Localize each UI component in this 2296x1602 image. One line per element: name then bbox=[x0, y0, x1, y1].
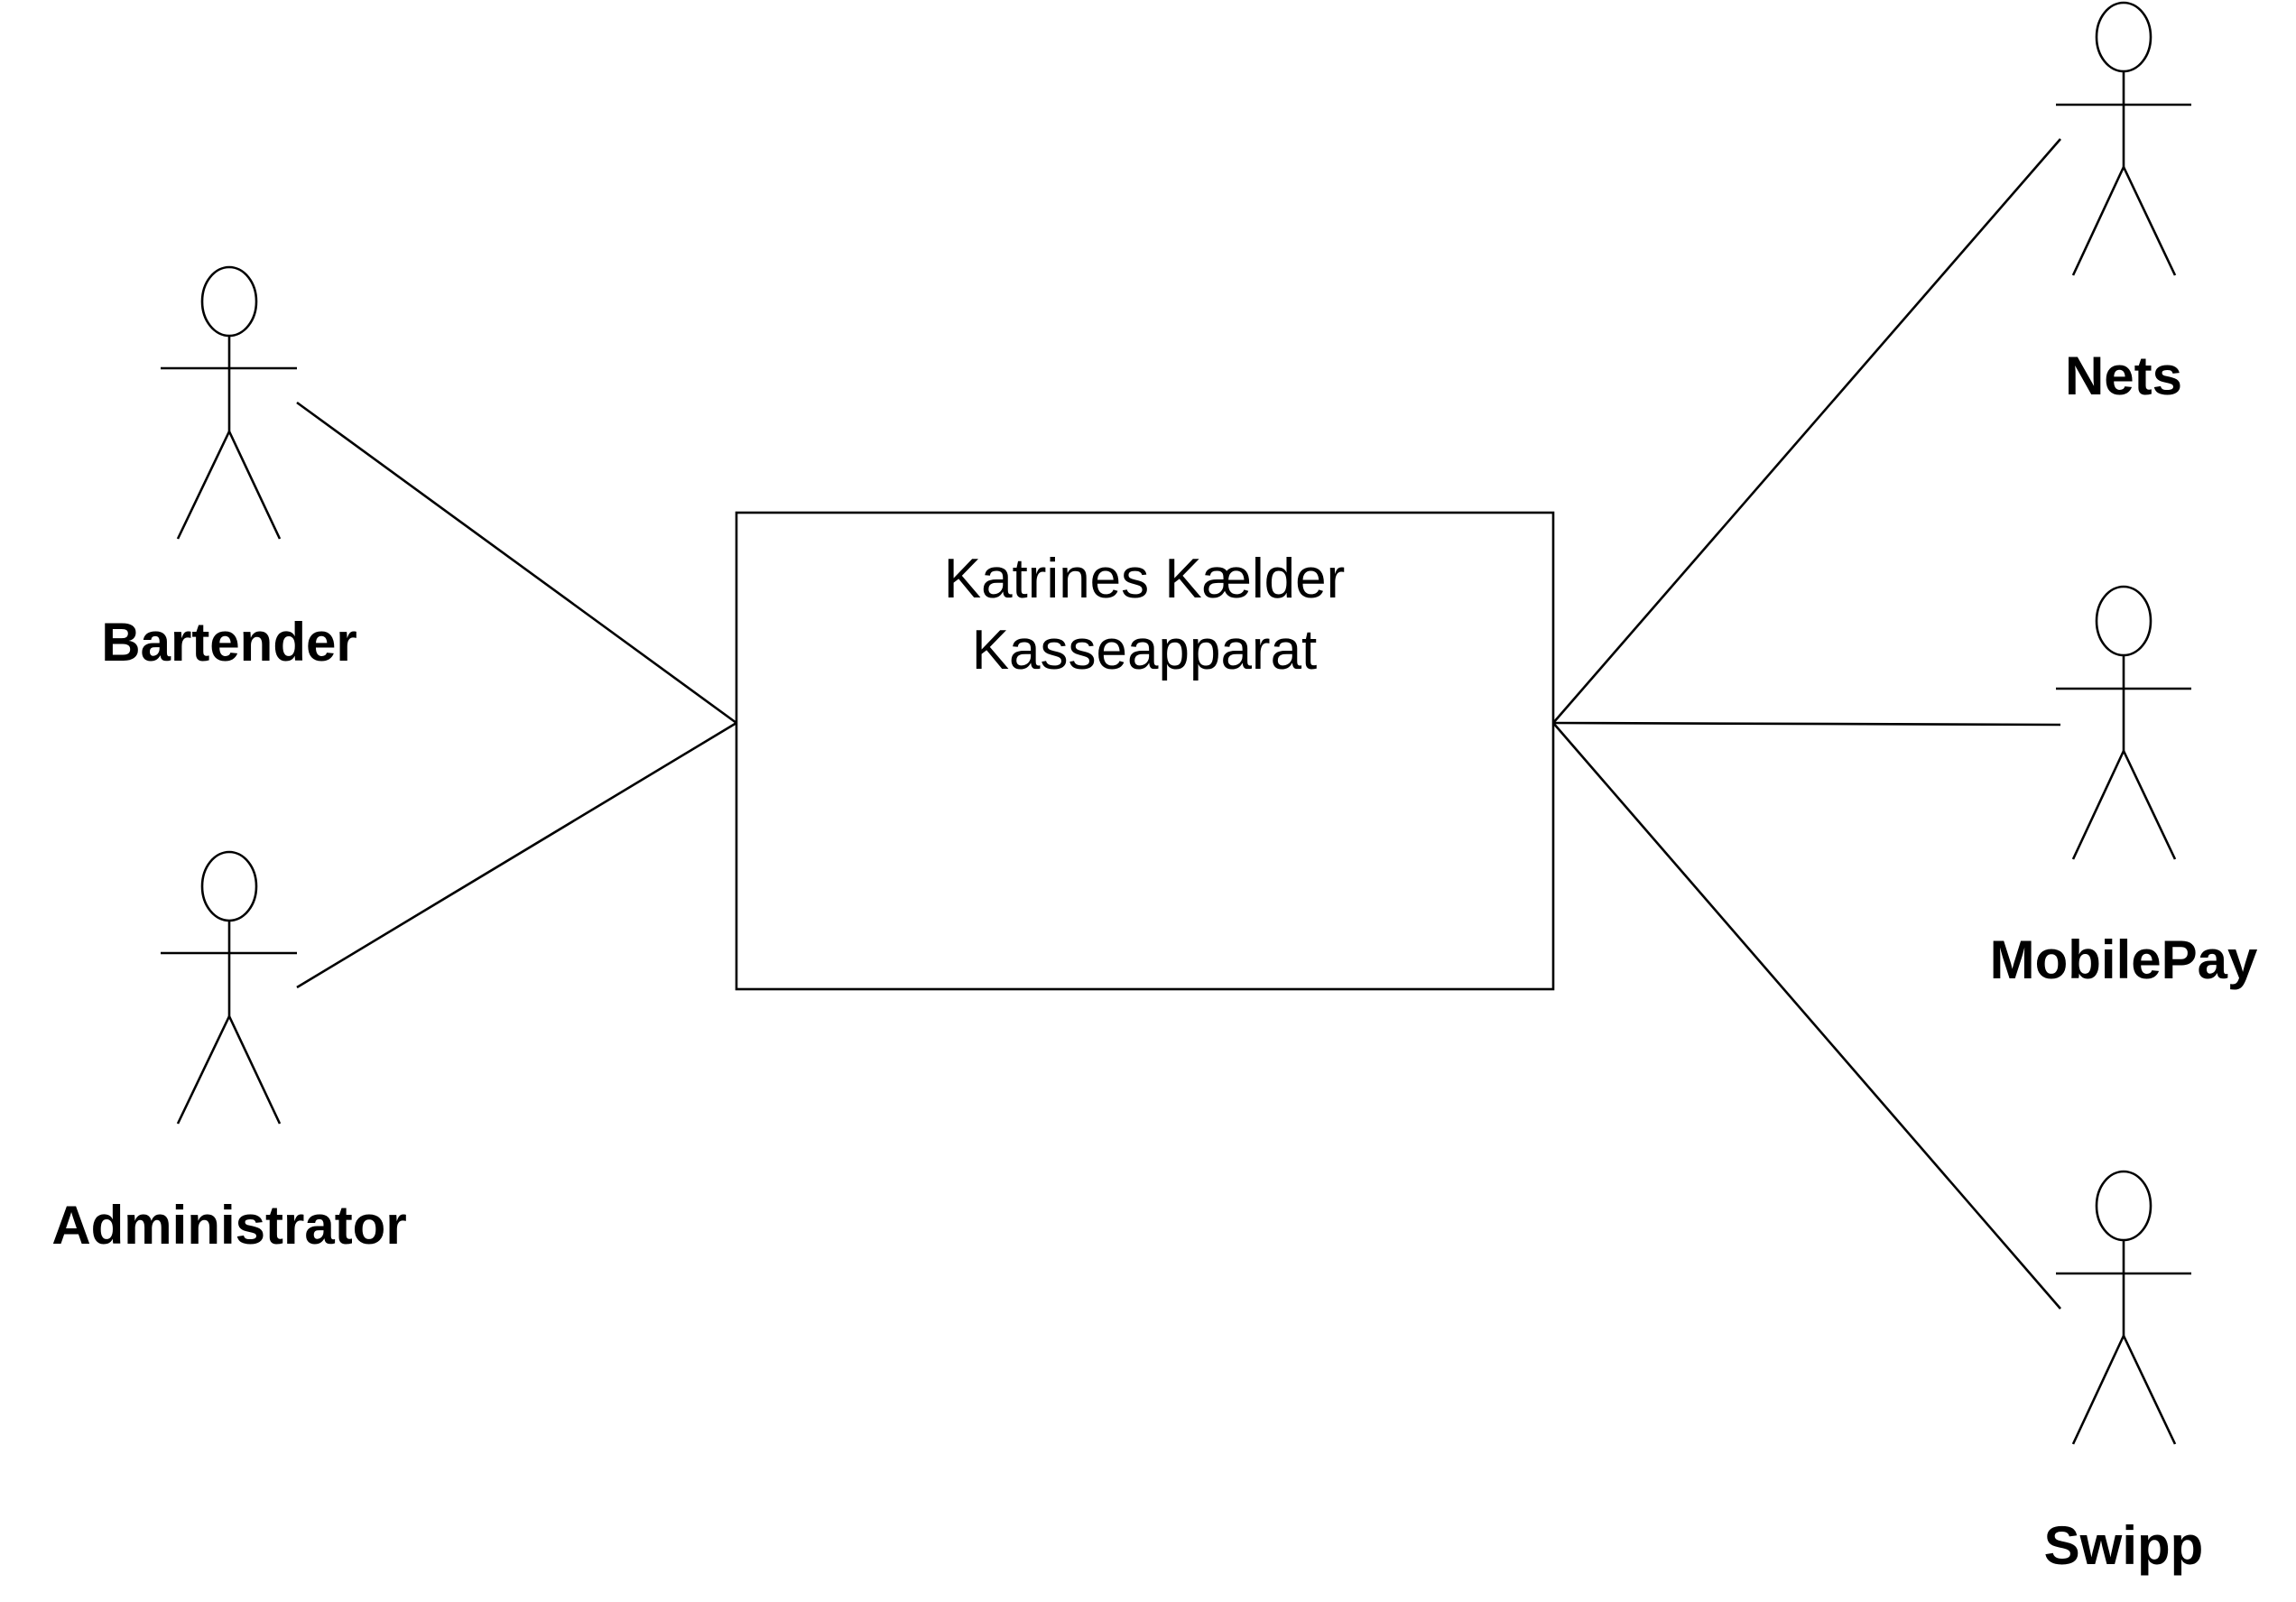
system-boundary: Katrines Kælder Kasseapparat bbox=[735, 511, 1555, 991]
actor-label-nets: Nets bbox=[2065, 346, 2182, 406]
actor-label-swipp: Swipp bbox=[2044, 1515, 2204, 1576]
actor-swipp: Swipp bbox=[2044, 1170, 2204, 1576]
actor-mobilepay: MobilePay bbox=[1990, 585, 2258, 990]
association-mobilepay bbox=[1552, 721, 2061, 727]
stick-figure-icon bbox=[2056, 585, 2191, 860]
actor-label-mobilepay: MobilePay bbox=[1990, 930, 2258, 990]
stick-figure-icon bbox=[161, 850, 297, 1125]
actor-nets: Nets bbox=[2056, 1, 2191, 406]
association-administrator bbox=[296, 721, 737, 989]
system-title-line1: Katrines Kælder bbox=[944, 548, 1346, 610]
actor-bartender: Bartender bbox=[101, 265, 357, 672]
association-bartender bbox=[296, 401, 737, 725]
actor-label-bartender: Bartender bbox=[101, 612, 356, 672]
actor-administrator: Administrator bbox=[51, 850, 407, 1255]
actor-label-administrator: Administrator bbox=[51, 1195, 406, 1255]
stick-figure-icon bbox=[2056, 1170, 2191, 1445]
system-box bbox=[735, 511, 1555, 991]
stick-figure-icon bbox=[2056, 1, 2191, 276]
associations bbox=[296, 138, 2061, 1310]
association-swipp bbox=[1552, 722, 2061, 1310]
stick-figure-icon bbox=[161, 265, 297, 540]
system-title-line2: Kasseapparat bbox=[972, 619, 1318, 681]
association-nets bbox=[1552, 138, 2061, 724]
